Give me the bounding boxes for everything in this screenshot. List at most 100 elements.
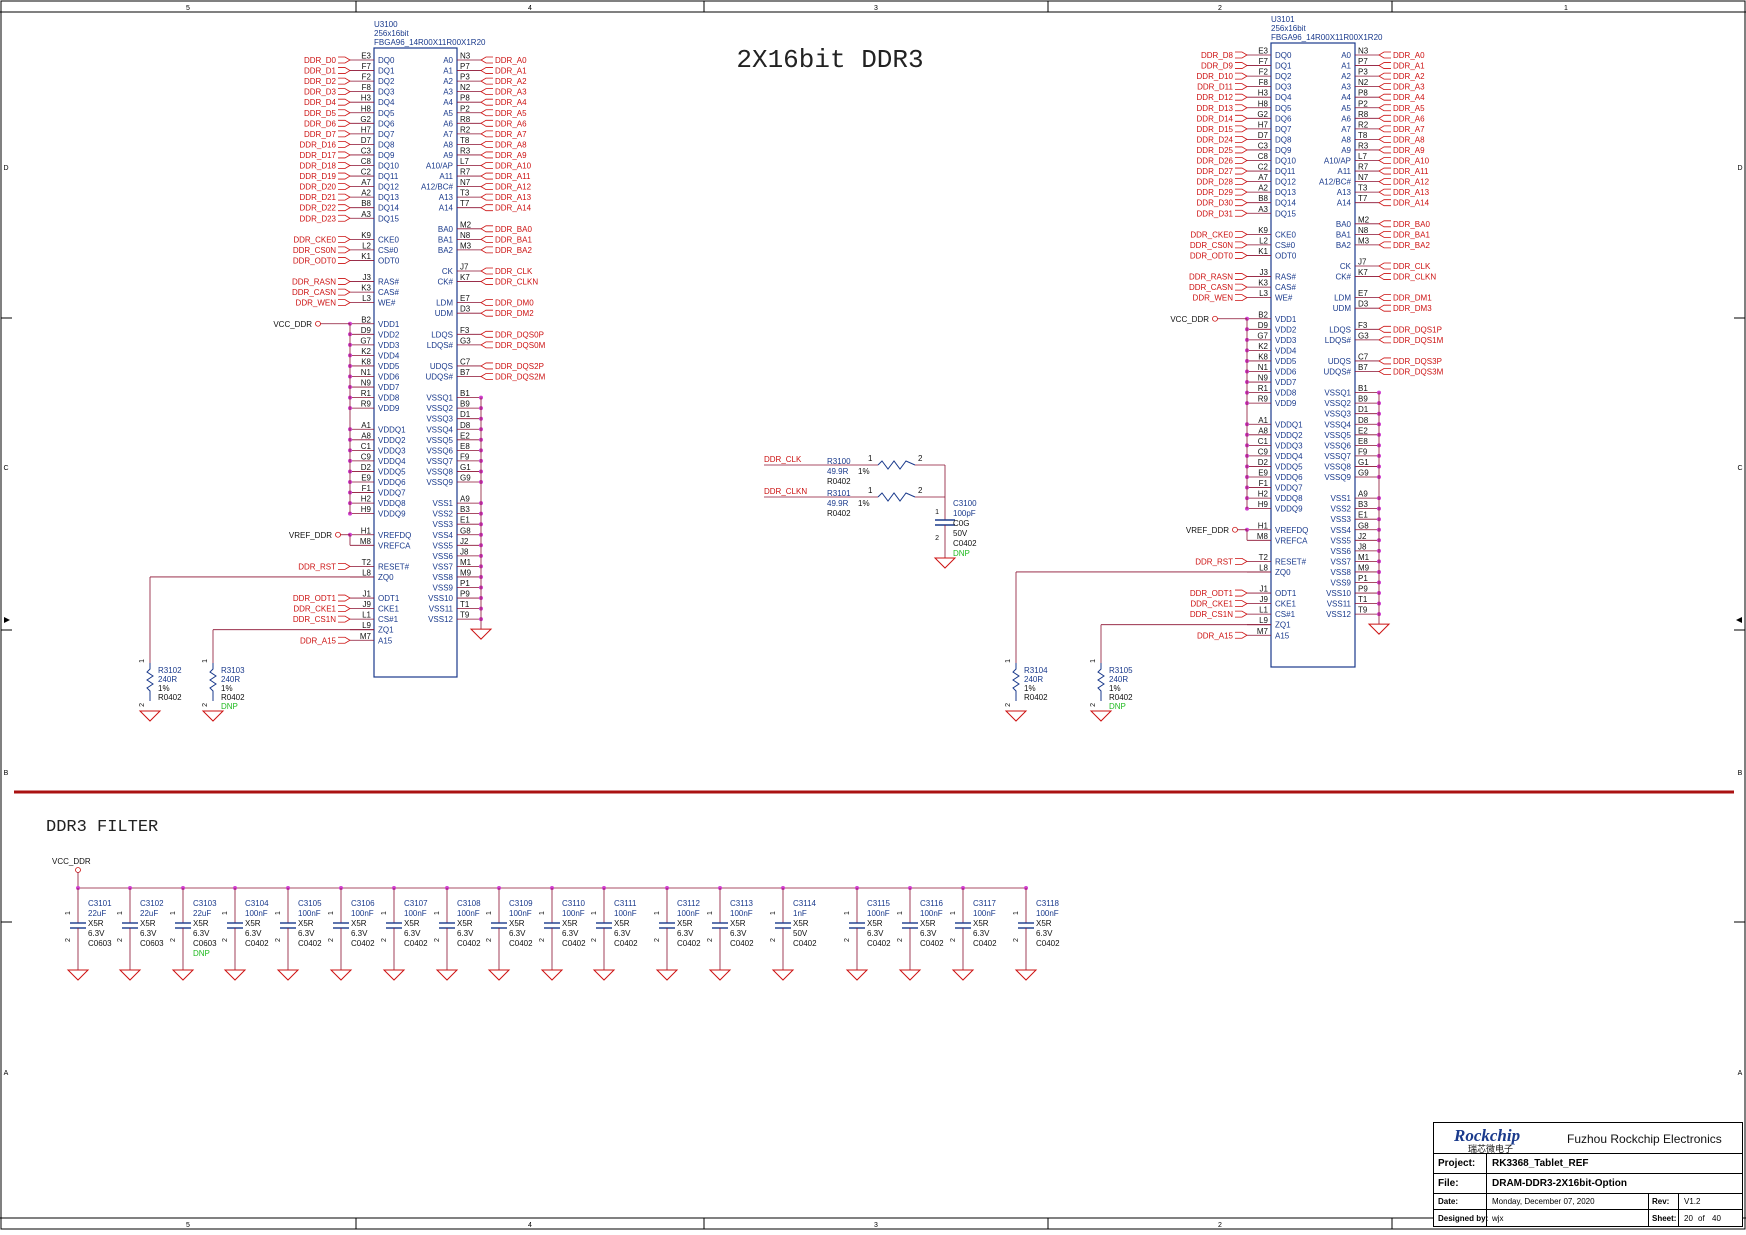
capacitor-package: C0402 [404,939,428,948]
col-marker: 2 [1218,5,1222,12]
net-flag [480,225,493,233]
pin-number: E2 [460,431,470,440]
net-label: DDR_CS0N [293,246,336,255]
pin-number: T1 [1358,595,1368,604]
pin-name: DQ3 [378,88,395,97]
capacitor-voltage: 6.3V [298,929,315,938]
net-label: DDR_D5 [304,109,337,118]
pin-name: VSS7 [1331,557,1352,566]
pin-name: DQ11 [378,172,399,181]
capacitor-refdes: C3112 [677,899,701,908]
pin-number: A3 [1258,205,1268,214]
net-label: DDR_CLK [1393,262,1431,271]
capacitor-package: C0402 [973,939,997,948]
filter-title: DDR3 FILTER [46,818,158,837]
pin-name: DQ2 [1275,72,1292,81]
sheet-label: Sheet: [1652,1214,1677,1223]
net-flag [1235,72,1248,80]
net-flag [1378,262,1391,270]
pin-number: M9 [460,568,472,577]
designer-row: Designed by: wjx Sheet: 20 of 40 [1434,1209,1742,1227]
pin-number: G9 [460,474,471,483]
pin-number: P9 [460,590,470,599]
pin-name: VSS2 [1331,505,1352,514]
pin-number: M3 [1358,236,1370,245]
net-label: DDR_BA1 [495,235,532,244]
net-label: DDR_D14 [1197,114,1234,123]
capacitor-value: 1nF [793,909,807,918]
pin-name: ODT0 [378,256,400,265]
pin-number: G7 [360,336,371,345]
net-label: DDR_DQS3M [1393,368,1444,377]
capacitor-dielectric: X5R [298,919,314,928]
pin-number: F2 [1259,68,1269,77]
pin-number: B8 [361,199,371,208]
ground-symbol [276,969,300,981]
ground-symbol [329,969,353,981]
vcc-label: VCC_DDR [273,320,312,329]
pin-name: BA2 [438,246,454,255]
net-label: DDR_CLKN [495,278,538,287]
capacitor-refdes: C3114 [793,899,817,908]
pin-name: VSSQ5 [1324,431,1351,440]
capacitor-pin-number: 1 [486,911,493,915]
pin-name: A12/BC# [421,183,454,192]
capacitor-value: 22uF [140,909,158,918]
pin-number: N7 [460,178,471,187]
net-label: DDR_RST [298,562,336,571]
resistor-tolerance: 1% [1024,684,1036,693]
net-flag [338,615,351,623]
capacitor-pin-number: 2 [328,938,335,942]
pin-name: VSSQ7 [426,457,453,466]
capacitor-pin-number: 1 [65,911,72,915]
pin-name: CKE1 [378,605,399,614]
pin-number: F2 [362,73,372,82]
pin-number: C9 [1258,447,1269,456]
capacitor-dielectric: X5R [509,919,525,928]
capacitor-voltage: 6.3V [614,929,631,938]
net-label: DDR_ODT1 [293,594,337,603]
net-label: DDR_DM0 [495,299,534,308]
pin-name: VDD9 [378,404,400,413]
capacitor-pin-number: 2 [707,938,714,942]
net-label: DDR_D29 [1197,188,1234,197]
pin-name: VSSQ1 [1324,389,1351,398]
col-marker: 5 [186,1222,190,1229]
pin-number: M3 [460,241,472,250]
pin-name: DQ1 [378,67,395,76]
net-flag [338,140,351,148]
pin-number: J7 [460,263,469,272]
pin-name: CKE0 [1275,230,1296,239]
pin-number: M9 [1358,563,1370,572]
pin-number: H9 [361,505,372,514]
capacitor-refdes: C3106 [351,899,375,908]
capacitor-dielectric: X5R [793,919,809,928]
net-label: DDR_D19 [300,172,337,181]
pin-number: R2 [460,125,471,134]
pin-number: P1 [1358,574,1368,583]
pin-name: BA2 [1336,241,1352,250]
pin-number: T2 [1259,553,1269,562]
row-marker: D [3,165,8,172]
pin-name: CS#1 [378,615,399,624]
resistor-body [877,492,916,502]
capacitor-pin-number: 1 [381,911,388,915]
pin-number: N2 [1358,78,1369,87]
pin-name: VDD5 [1275,357,1297,366]
net-label: DDR_A4 [1393,93,1425,102]
pin-name: VDDQ5 [378,467,406,476]
pin-name: VDD3 [378,341,400,350]
net-flag [480,109,493,117]
capacitor-package: C0402 [953,539,977,548]
pin-number: K8 [361,357,371,366]
pin-name: DQ15 [378,214,399,223]
pin-number: L8 [1259,563,1268,572]
net-flag [1235,199,1248,207]
capacitor-pin-number: 2 [222,938,229,942]
pin-name: DQ12 [1275,178,1296,187]
pin-number: A2 [1258,184,1268,193]
net-label: DDR_D1 [304,67,337,76]
col-marker: 2 [1218,1222,1222,1229]
pin-name: A3 [1341,83,1351,92]
pin-name: RESET# [378,562,410,571]
